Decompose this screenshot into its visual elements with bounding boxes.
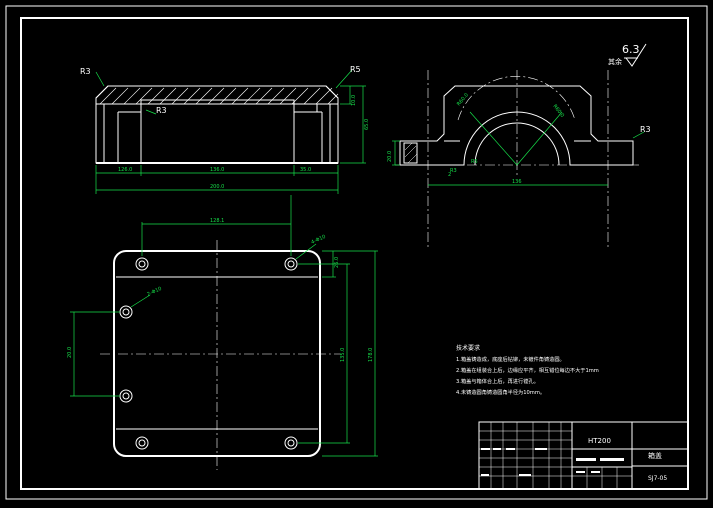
side-r3-label: R3: [640, 125, 651, 134]
front-r-inner-label: R3: [156, 106, 167, 115]
plan-dim-right-1: 26.0: [334, 257, 340, 268]
front-cavity: [140, 99, 295, 163]
front-dim-h-total: 65.0: [364, 119, 370, 130]
roughness-value: 6.3: [622, 43, 640, 56]
plan-dim-right-3: 178.0: [368, 348, 374, 362]
plan-dim-hole-side: 2-Φ10: [146, 286, 162, 298]
front-view: R3 R3 R5 126.0 136.0 35.0 200.0 10.0 65.…: [80, 65, 370, 194]
plan-view: 128.1 4-Φ10 2-Φ10 20.0 26.0 135.0 178.0: [67, 195, 378, 470]
side-dim-w-total: 136: [512, 179, 522, 185]
front-outline: [95, 85, 339, 164]
plan-dim-top-span: 128.1: [210, 218, 224, 224]
front-r-left-label: R3: [80, 67, 91, 76]
inner-border: [20, 17, 689, 490]
side-bolt-circle: [457, 76, 576, 121]
side-bore: [474, 122, 560, 166]
front-dim-w-left: 126.0: [118, 167, 132, 173]
note-item: 4.未铸造圆角铸造圆角半径为10mm。: [456, 388, 545, 396]
plan-dim-right-2: 135.0: [340, 348, 346, 362]
front-dim-w-total: 200.0: [210, 184, 224, 190]
side-dim-h-left: 20.0: [387, 151, 393, 162]
plan-holes: [119, 257, 298, 450]
front-dim-w-right: 35.0: [300, 167, 311, 173]
tb-drawing-no: SJ7-05: [648, 475, 667, 482]
tb-material: HT200: [588, 437, 611, 445]
plan-dim-hole-top: 4-Φ10: [310, 234, 326, 246]
side-outline: [399, 85, 634, 166]
side-r5-small: R5: [471, 159, 478, 165]
roughness-symbol: [625, 43, 647, 67]
plan-dim-left-span: 20.0: [67, 347, 73, 358]
side-r3-small: R3: [450, 168, 457, 174]
side-dim-r-left: R60.0: [456, 92, 470, 107]
front-hatching: [99, 87, 339, 105]
note-item: 2.箱盖在组装合上后，边缘应平齐，相互错位每边不大于1mm: [456, 366, 599, 374]
front-dim-h-small: 10.0: [351, 95, 357, 106]
front-dim-w-mid: 136.0: [210, 167, 224, 173]
front-r-right-label: R5: [350, 65, 361, 74]
technical-notes: 技术要求 1.箱盖铸造成，底座后钻铆，未镀件角铸造圆。 2.箱盖在组装合上后，边…: [456, 344, 599, 396]
side-view: R60.0 R60.0 20.0 136 2 R3 R5 R3 6.3 其余: [387, 43, 651, 250]
roughness-rest-label: 其余: [608, 57, 622, 66]
notes-title: 技术要求: [456, 344, 480, 352]
side-dim-small: 2: [448, 172, 451, 178]
title-block: HT200 箱盖 SJ7-05: [478, 421, 689, 490]
front-hatch-band: [95, 85, 339, 105]
note-item: 3.箱盖与箱体合上后，再进行镗孔。: [456, 377, 539, 385]
outer-border: [5, 5, 708, 500]
note-item: 1.箱盖铸造成，底座后钻铆，未镀件角铸造圆。: [456, 355, 565, 363]
tb-part-name: 箱盖: [648, 451, 662, 460]
